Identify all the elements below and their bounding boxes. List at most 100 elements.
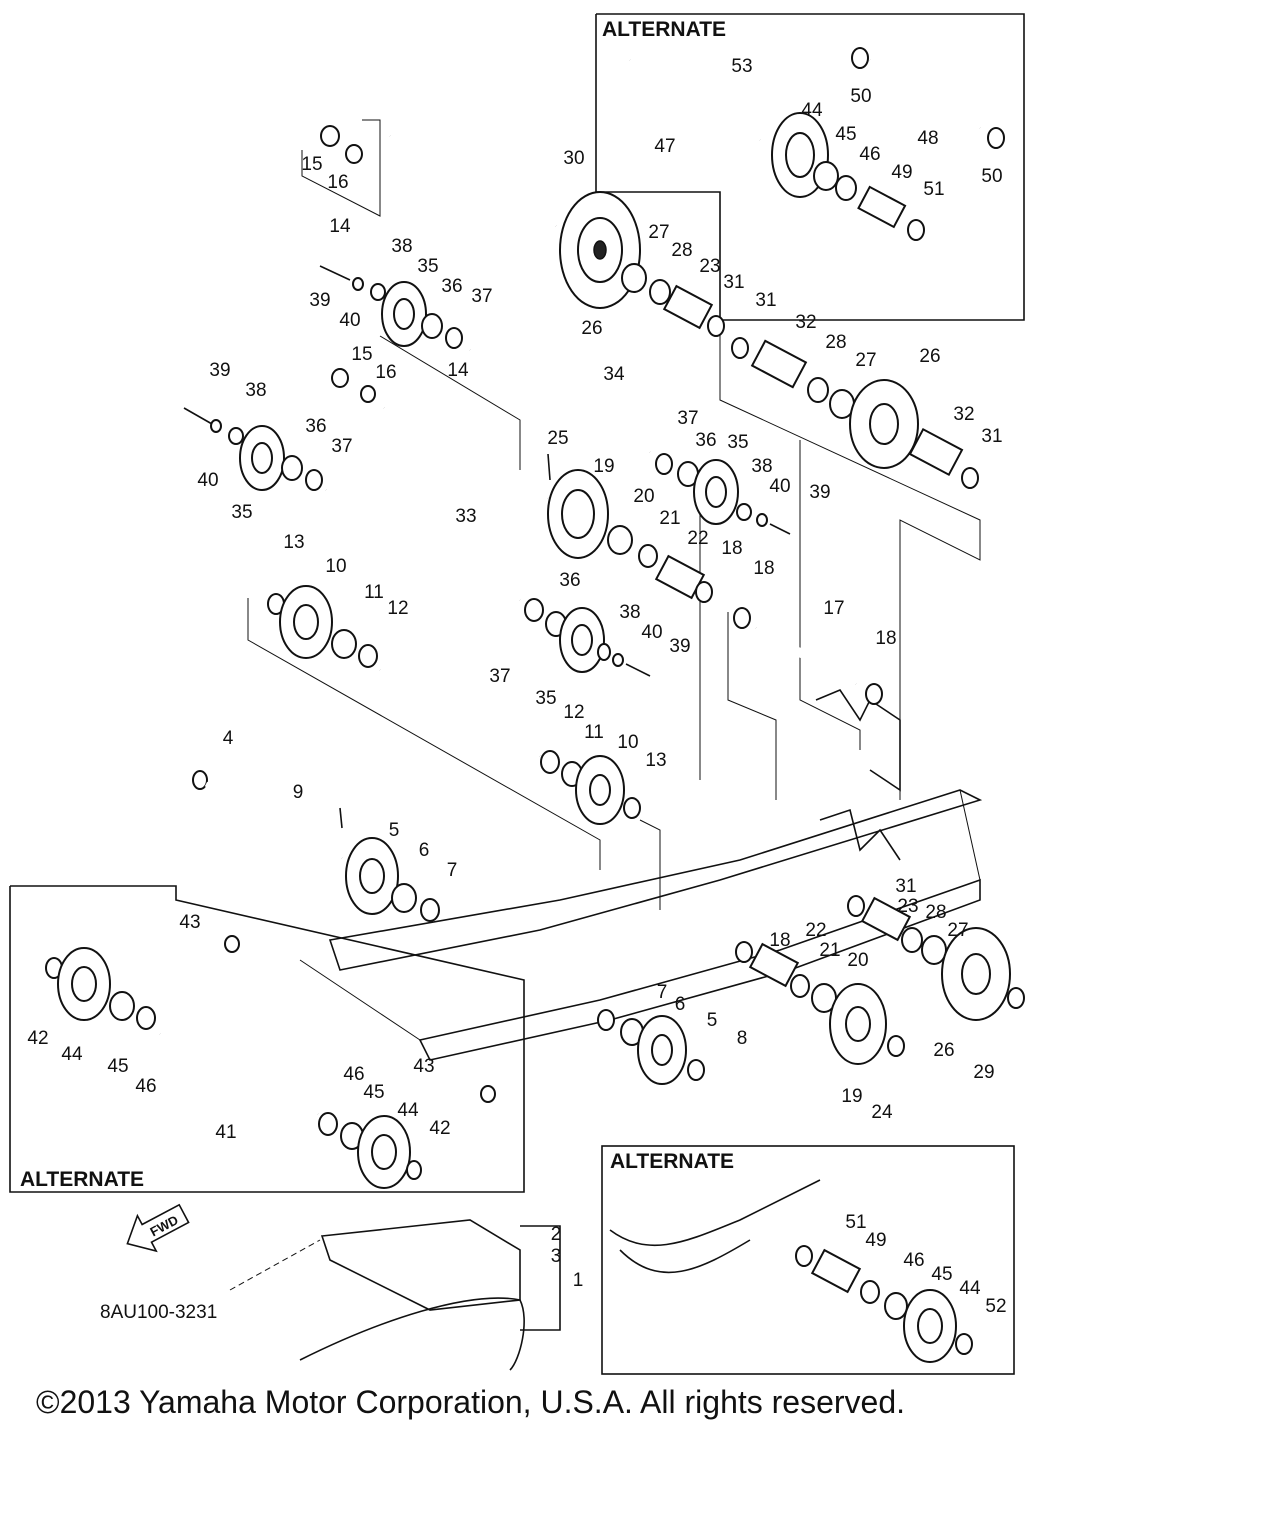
part-callout-25: 25 bbox=[547, 428, 568, 449]
part-callout-46: 46 bbox=[135, 1076, 156, 1097]
part-callout-40: 40 bbox=[769, 476, 790, 497]
part-callout-23: 23 bbox=[897, 896, 918, 917]
axle-14-upper bbox=[320, 125, 725, 337]
part-callout-28: 28 bbox=[671, 240, 692, 261]
part-callout-12: 12 bbox=[387, 598, 408, 619]
part-callout-6: 6 bbox=[419, 840, 430, 861]
part-callout-19: 19 bbox=[593, 456, 614, 477]
part-callout-46: 46 bbox=[343, 1064, 364, 1085]
guide-lines bbox=[247, 119, 981, 910]
alternate-box-left: ALTERNATE bbox=[9, 885, 525, 1193]
part-callout-39: 39 bbox=[209, 360, 230, 381]
part-callout-18: 18 bbox=[875, 628, 896, 649]
part-callout-21: 21 bbox=[819, 940, 840, 961]
part-callout-26: 26 bbox=[581, 318, 602, 339]
part-callout-37: 37 bbox=[331, 436, 352, 457]
fwd-arrow-icon: FWD bbox=[126, 1203, 190, 1253]
part-callout-48: 48 bbox=[917, 128, 938, 149]
part-callout-16: 16 bbox=[327, 172, 348, 193]
part-callout-39: 39 bbox=[669, 636, 690, 657]
part-callout-22: 22 bbox=[805, 920, 826, 941]
part-callout-5: 5 bbox=[389, 820, 400, 841]
part-callout-22: 22 bbox=[687, 528, 708, 549]
part-callout-15: 15 bbox=[301, 154, 322, 175]
part-callout-37: 37 bbox=[677, 408, 698, 429]
part-callout-42: 42 bbox=[27, 1028, 48, 1049]
part-callout-14: 14 bbox=[329, 216, 351, 237]
alt-axle-47 bbox=[629, 47, 1005, 241]
part-callout-23: 23 bbox=[699, 256, 720, 277]
idler-wheel-35-c bbox=[655, 453, 791, 535]
part-callout-34: 34 bbox=[603, 364, 625, 385]
part-callout-45: 45 bbox=[107, 1056, 128, 1077]
parts-diagram: ALTERNATE ALTERNATE ALTERNATE bbox=[9, 13, 1025, 1375]
part-callout-16: 16 bbox=[375, 362, 396, 383]
diagram-code: 8AU100-3231 bbox=[100, 1302, 217, 1323]
part-callout-8: 8 bbox=[737, 1028, 748, 1049]
part-callout-5: 5 bbox=[707, 1010, 718, 1031]
part-callout-36: 36 bbox=[441, 276, 462, 297]
part-callout-38: 38 bbox=[245, 380, 266, 401]
copyright-text: ©2013 Yamaha Motor Corporation, U.S.A. A… bbox=[36, 1384, 906, 1420]
alt-wheel-44-bottom bbox=[609, 1179, 973, 1363]
part-callout-26: 26 bbox=[933, 1040, 954, 1061]
axle-34 bbox=[468, 337, 979, 489]
part-callout-50: 50 bbox=[981, 166, 1002, 187]
part-callout-24: 24 bbox=[871, 1102, 893, 1123]
part-callout-10: 10 bbox=[617, 732, 638, 753]
part-callout-33: 33 bbox=[455, 506, 476, 527]
part-callout-37: 37 bbox=[471, 286, 492, 307]
part-callout-2: 2 bbox=[551, 1224, 562, 1245]
part-callout-29: 29 bbox=[973, 1062, 994, 1083]
part-callout-43: 43 bbox=[179, 912, 200, 933]
part-callout-35: 35 bbox=[535, 688, 556, 709]
part-callout-51: 51 bbox=[923, 179, 944, 200]
part-callout-46: 46 bbox=[859, 144, 880, 165]
part-callout-49: 49 bbox=[891, 162, 912, 183]
part-callout-3: 3 bbox=[551, 1246, 562, 1267]
part-callout-10: 10 bbox=[325, 556, 346, 577]
part-callout-44: 44 bbox=[61, 1044, 83, 1065]
part-callout-40: 40 bbox=[339, 310, 360, 331]
wheel-10-upper bbox=[267, 585, 641, 825]
alternate-title-bottom: ALTERNATE bbox=[610, 1150, 734, 1173]
part-callout-45: 45 bbox=[931, 1264, 952, 1285]
part-callout-31: 31 bbox=[723, 272, 744, 293]
part-callout-18: 18 bbox=[769, 930, 790, 951]
part-callout-11: 11 bbox=[364, 582, 384, 603]
part-callout-39: 39 bbox=[809, 482, 830, 503]
part-callout-46: 46 bbox=[903, 1250, 924, 1271]
part-callout-27: 27 bbox=[648, 222, 669, 243]
part-callout-27: 27 bbox=[855, 350, 876, 371]
part-callout-17: 17 bbox=[823, 598, 844, 619]
alt-axle-41 bbox=[45, 935, 496, 1189]
axle-14-middle bbox=[331, 368, 713, 603]
part-callout-38: 38 bbox=[619, 602, 640, 623]
axle-17 bbox=[733, 607, 883, 705]
part-callout-43: 43 bbox=[413, 1056, 434, 1077]
part-callout-31: 31 bbox=[755, 290, 776, 311]
part-callout-45: 45 bbox=[363, 1082, 384, 1103]
part-callout-52: 52 bbox=[985, 1296, 1006, 1317]
part-callout-37: 37 bbox=[489, 666, 510, 687]
part-callout-40: 40 bbox=[641, 622, 662, 643]
part-callout-35: 35 bbox=[417, 256, 438, 277]
part-callout-7: 7 bbox=[447, 860, 458, 881]
part-callout-53: 53 bbox=[731, 56, 752, 77]
axle-33 bbox=[324, 486, 651, 677]
part-callout-47: 47 bbox=[654, 136, 675, 157]
part-callout-9: 9 bbox=[293, 782, 304, 803]
part-callout-36: 36 bbox=[695, 430, 716, 451]
idler-wheel-35-a bbox=[319, 265, 463, 349]
part-callout-32: 32 bbox=[795, 312, 816, 333]
part-callout-19: 19 bbox=[841, 1086, 862, 1107]
part-callout-13: 13 bbox=[645, 750, 666, 771]
axle-4 bbox=[192, 770, 440, 922]
part-callout-26: 26 bbox=[919, 346, 940, 367]
part-callout-14: 14 bbox=[447, 360, 469, 381]
part-callout-20: 20 bbox=[633, 486, 654, 507]
part-callout-11: 11 bbox=[584, 722, 604, 743]
part-callout-27: 27 bbox=[947, 920, 968, 941]
part-callout-44: 44 bbox=[397, 1100, 419, 1121]
part-callout-35: 35 bbox=[727, 432, 748, 453]
